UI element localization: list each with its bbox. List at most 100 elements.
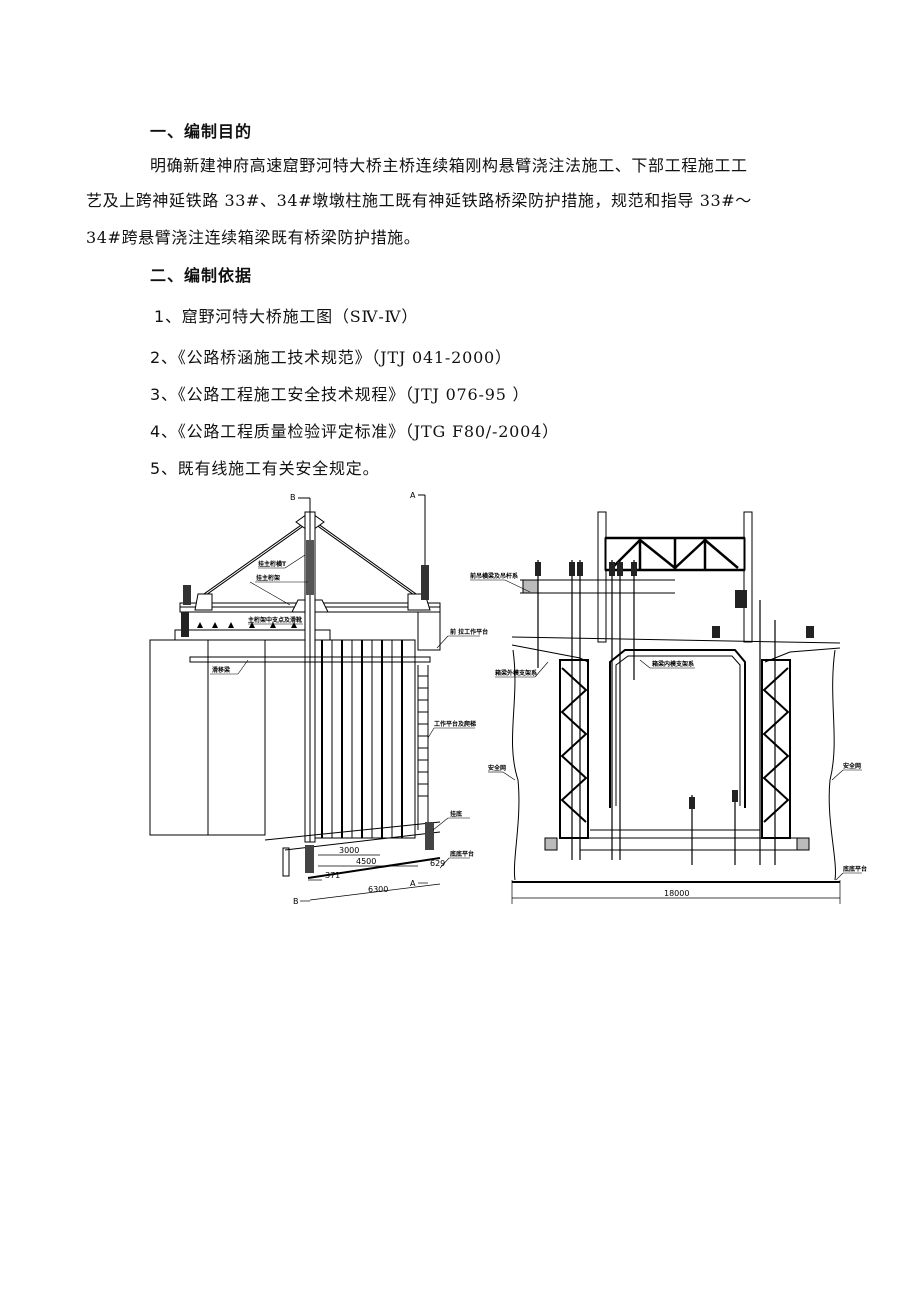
front-beam-end bbox=[522, 579, 539, 594]
jack bbox=[617, 562, 623, 576]
dimension-18000: 18000 bbox=[664, 889, 689, 898]
dimension-4500: 4500 bbox=[356, 857, 376, 866]
bottom-platform-beam bbox=[307, 857, 441, 879]
truss-diagonal bbox=[674, 539, 706, 569]
section-b-top-label: B bbox=[290, 493, 296, 502]
label-safety-net-right: 安全网 bbox=[843, 762, 861, 770]
leader bbox=[436, 635, 449, 649]
formwork-traveler-drawing: B A bbox=[149, 491, 867, 906]
jacks bbox=[535, 562, 814, 809]
slide-beam bbox=[189, 656, 431, 663]
jack bbox=[806, 626, 814, 638]
leader bbox=[502, 771, 516, 781]
right-gantry-post bbox=[743, 511, 753, 643]
bottom-platform-left-end bbox=[544, 837, 558, 851]
truss-diagonal-hollow bbox=[199, 524, 421, 599]
label-safety-net-left: 安全网 bbox=[488, 764, 506, 772]
bottom-platform bbox=[579, 837, 801, 851]
jack bbox=[689, 797, 695, 809]
truss-diagonal bbox=[611, 539, 641, 569]
label-work-platform-ladder: 工作平台及爬梯 bbox=[434, 720, 476, 728]
anchor-bolts bbox=[197, 622, 297, 628]
right-diagonal-inner bbox=[317, 524, 421, 599]
left-diagonal-inner bbox=[199, 524, 304, 599]
leader bbox=[831, 769, 844, 781]
section-a-bottom-label: A bbox=[410, 879, 416, 888]
section-a-top-label: A bbox=[410, 491, 416, 500]
gantry-truss bbox=[605, 536, 745, 572]
jack bbox=[569, 562, 575, 576]
basis-item-2: 2、《公路桥涵施工技术规范》（JTJ 041-2000） bbox=[150, 344, 512, 368]
label-bottom-form: 挂底 bbox=[450, 810, 462, 818]
deck-top bbox=[511, 636, 841, 644]
purpose-paragraph-line-1: 明确新建神府高速窟野河特大桥主桥连续箱刚构悬臂浇注法施工、下部工程施工工 bbox=[150, 156, 748, 175]
label-main-truss-support: 主桁架中支点及滑靴 bbox=[248, 616, 302, 624]
bolt bbox=[249, 622, 255, 628]
section-heading-basis: 二、编制依据 bbox=[150, 266, 253, 285]
dimension-3000: 3000 bbox=[339, 846, 359, 855]
left-outer-tower bbox=[559, 659, 589, 839]
formwork-verticals bbox=[321, 640, 403, 838]
left-side-elevation: B A bbox=[149, 491, 488, 906]
section-heading-purpose: 一、编制目的 bbox=[150, 122, 253, 141]
leader bbox=[504, 579, 531, 593]
jack bbox=[631, 562, 637, 576]
jack bbox=[609, 562, 615, 576]
dimension-lines bbox=[308, 854, 441, 901]
label-outer-form-support: 箱梁外模支架系 bbox=[495, 669, 537, 677]
basis-item-1: 1、窟野河特大桥施工图（SⅣ-Ⅳ） bbox=[154, 303, 418, 327]
jack bbox=[735, 590, 747, 608]
box-girder-web bbox=[609, 649, 746, 808]
label-front-work-platform: 前 拉工作平台 bbox=[450, 628, 488, 636]
safety-net-left bbox=[511, 649, 520, 881]
basis-item-text: 、《公路工程施工安全技术规程》（JTJ 076-95 ） bbox=[160, 385, 530, 404]
tower-bracing bbox=[560, 667, 588, 823]
basis-item-text: 、《公路工程质量检验评定标准》（JTG F80/-2004） bbox=[160, 422, 559, 441]
rear-hanger-post bbox=[282, 847, 290, 877]
front-work-platform bbox=[417, 611, 441, 651]
bolt bbox=[212, 622, 218, 628]
right-cross-section: 18000 前吊横梁及吊杆系 箱梁外模支架系 箱梁内模支架系 安全网 安全网 bbox=[470, 511, 867, 904]
label-hanging-truss-column: 挂主桁横T bbox=[258, 560, 287, 568]
leader bbox=[284, 554, 306, 569]
basis-item-5: 5、既有线施工有关安全规定。 bbox=[150, 455, 379, 479]
leaders bbox=[470, 579, 862, 881]
purpose-paragraph-line-3: 34#跨悬臂浇注连续箱梁既有桥梁防护措施。 bbox=[86, 228, 421, 247]
dim-6300-line bbox=[309, 883, 441, 901]
column-tension-rod bbox=[306, 540, 314, 595]
truss-diagonal bbox=[639, 539, 676, 569]
basis-item-number: 4 bbox=[150, 422, 161, 441]
new-segment-formwork bbox=[314, 639, 416, 839]
left-gusset bbox=[194, 593, 213, 611]
label-hanging-main-truss: 挂主桁架 bbox=[256, 574, 280, 582]
basis-item-number: 1 bbox=[154, 307, 165, 326]
rear-jack-lower bbox=[305, 845, 314, 873]
basis-item-text: 、窟野河特大桥施工图（SⅣ-Ⅳ） bbox=[164, 307, 419, 326]
leader bbox=[249, 581, 291, 606]
tower-bracing bbox=[762, 667, 790, 823]
leader bbox=[432, 817, 449, 831]
rear-jack bbox=[421, 565, 429, 600]
front-jack-lower bbox=[425, 822, 434, 850]
bolt bbox=[228, 622, 234, 628]
left-anchor-block bbox=[181, 612, 189, 637]
inner-form bbox=[615, 655, 741, 806]
bolt bbox=[291, 622, 297, 628]
jack bbox=[535, 562, 541, 576]
jack bbox=[712, 626, 720, 638]
right-cantilever bbox=[764, 647, 841, 663]
bottom-platform-right-end bbox=[796, 837, 810, 851]
basis-item-3: 3、《公路工程施工安全技术规程》（JTJ 076-95 ） bbox=[150, 381, 529, 405]
dimension-629: 629 bbox=[430, 859, 445, 868]
hanger-rods bbox=[537, 560, 776, 865]
right-outer-tower bbox=[761, 659, 791, 839]
label-bottom-platform-left: 底底平台 bbox=[450, 850, 474, 858]
bolt bbox=[197, 622, 203, 628]
leader bbox=[439, 857, 450, 869]
section-b-bottom-label: B bbox=[293, 897, 299, 906]
leader bbox=[237, 659, 249, 675]
basis-item-number: 3 bbox=[150, 385, 161, 404]
basis-item-number: 5 bbox=[150, 459, 161, 478]
label-slide-beam: 滑移梁 bbox=[212, 666, 230, 674]
